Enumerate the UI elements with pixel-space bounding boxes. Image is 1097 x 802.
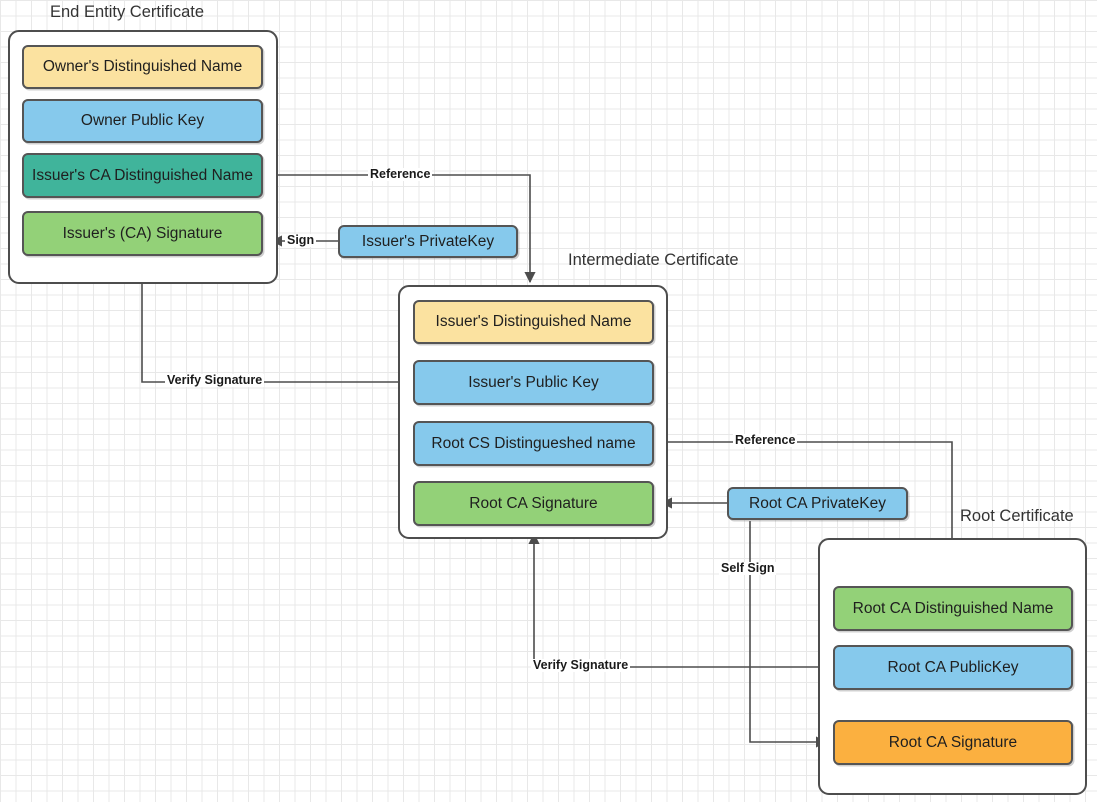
- edge-label-verify-signature-1: Verify Signature: [165, 373, 265, 387]
- field-root-ca-signature-root[interactable]: Root CA Signature: [833, 720, 1073, 765]
- field-root-ca-signature-intermediate[interactable]: Root CA Signature: [413, 481, 654, 526]
- field-issuer-ca-distinguished-name[interactable]: Issuer's CA Distinguished Name: [22, 153, 263, 198]
- connector-verify-signature-2: [528, 532, 834, 668]
- cert-title-end-entity: End Entity Certificate: [50, 3, 205, 21]
- connector-self-sign: [749, 521, 828, 748]
- edge-label-reference-1: Reference: [368, 167, 433, 181]
- field-root-ca-public-key[interactable]: Root CA PublicKey: [833, 645, 1073, 690]
- field-root-cs-distingueshed-name[interactable]: Root CS Distingueshed name: [413, 421, 654, 466]
- field-issuer-distinguished-name[interactable]: Issuer's Distinguished Name: [413, 300, 654, 344]
- key-root-ca-privatekey[interactable]: Root CA PrivateKey: [727, 487, 908, 520]
- edge-label-sign-1: Sign: [285, 233, 317, 247]
- edge-label-reference-2: Reference: [733, 433, 798, 447]
- field-root-ca-distinguished-name[interactable]: Root CA Distinguished Name: [833, 586, 1073, 631]
- cert-title-root: Root Certificate: [960, 507, 1074, 525]
- key-issuers-privatekey[interactable]: Issuer's PrivateKey: [338, 225, 518, 258]
- field-owner-distinguished-name[interactable]: Owner's Distinguished Name: [22, 45, 263, 89]
- field-issuers-ca-signature[interactable]: Issuer's (CA) Signature: [22, 211, 263, 256]
- field-owner-public-key[interactable]: Owner Public Key: [22, 99, 263, 143]
- edge-label-self-sign: Self Sign: [719, 561, 777, 575]
- edge-label-verify-signature-2: Verify Signature: [531, 658, 631, 672]
- cert-title-intermediate: Intermediate Certificate: [568, 251, 739, 269]
- field-issuer-public-key[interactable]: Issuer's Public Key: [413, 360, 654, 405]
